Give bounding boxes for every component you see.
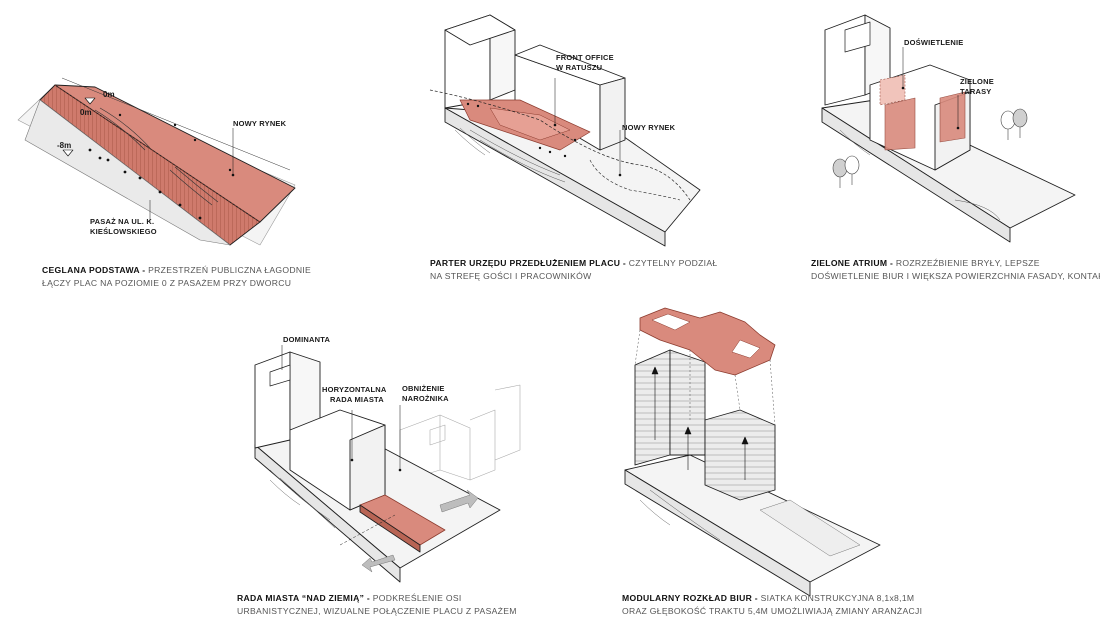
caption-line-2: ŁĄCZY PLAC NA POZIOMIE 0 Z PASAŻEM PRZY …: [42, 278, 292, 288]
caption-ceglana-podstawa: CEGLANA PODSTAWA - PRZESTRZEŃ PUBLICZNA …: [42, 265, 312, 288]
caption-line-2: URBANISTYCZNEJ, WIZUALNE POŁĄCZENIE PLAC…: [237, 606, 517, 616]
label-pasaz-2: KIEŚLOWSKIEGO: [90, 227, 157, 236]
label-nowy-rynek-2: NOWY RYNEK: [622, 123, 676, 132]
axis-arrow-right: [439, 489, 479, 513]
panel-modularny-rozklad: [624, 307, 881, 597]
panel-zielone-atrium: [821, 14, 1076, 243]
caption-line-1: PRZESTRZEŃ PUBLICZNA ŁAGODNIE: [148, 265, 312, 275]
caption-title: MODULARNY ROZKŁAD BIUR: [622, 593, 753, 603]
caption-line-1: ROZRZEŹBIENIE BRYŁY, LEPSZE: [895, 258, 1040, 268]
slab-edge-rings: [269, 127, 871, 526]
caption-title: ZIELONE ATRIUM: [811, 258, 888, 268]
caption-line-1: CZYTELNY PODZIAŁ: [628, 258, 718, 268]
level-label-0m-top: 0m: [103, 90, 115, 99]
caption-line-1: PODKREŚLENIE OSI: [372, 593, 462, 603]
label-obnizenie-1: OBNIŻENIE: [402, 384, 445, 393]
label-front-office-2: W RATUSZU: [556, 63, 602, 72]
label-nowy-rynek-1: NOWY RYNEK: [233, 119, 287, 128]
tower-dominanta: [254, 351, 291, 449]
dashed-route: [429, 89, 691, 201]
label-obnizenie-2: NAROŻNIKA: [402, 394, 449, 403]
caption-modularny-rozklad: MODULARNY ROZKŁAD BIUR - SIATKA KONSTRUK…: [622, 593, 923, 616]
atrium-void-1: [884, 97, 916, 151]
label-pasaz-1: PASAŻ NA UL. K.: [90, 217, 154, 226]
axis-arrow-left: [361, 554, 396, 573]
panel-parter-urzedu: [429, 14, 701, 247]
caption-line-2: NA STREFĘ GOŚCI I PRACOWNIKÓW: [430, 271, 592, 281]
label-dominanta: DOMINANTA: [283, 335, 330, 344]
label-horyzontalna: HORYZONTALNA: [322, 385, 387, 394]
level-label-minus-8m: -8m: [57, 141, 71, 150]
panel-rada-miasta: [254, 345, 521, 583]
label-rada-miasta: RADA MIASTA: [330, 395, 384, 404]
caption-zielone-atrium: ZIELONE ATRIUM - ROZRZEŹBIENIE BRYŁY, LE…: [811, 257, 1100, 283]
label-zielone-tarasy-1: ZIELONE: [960, 77, 994, 86]
label-zielone-tarasy-2: TARASY: [960, 87, 991, 96]
panel-ceglana-podstawa: [17, 77, 296, 246]
caption-line-2: DOŚWIETLENIE BIUR I WIĘKSZA POWIERZCHNIA…: [811, 271, 1100, 281]
tree-group-right: [1000, 108, 1028, 140]
label-doswietlenie: DOŚWIETLENIE: [904, 38, 964, 47]
caption-line-2: ORAZ GŁĘBOKOŚĆ TRAKTU 5,4M UMOŻLIWIAJĄ Z…: [622, 606, 923, 616]
office-tower: [634, 349, 671, 466]
caption-title: PARTER URZĘDU PRZEDŁUŻENIEM PLACU: [430, 258, 621, 268]
level-label-0m: 0m: [80, 108, 92, 117]
label-front-office-1: FRONT OFFICE: [556, 53, 614, 62]
caption-parter-urzedu: PARTER URZĘDU PRZEDŁUŻENIEM PLACU - CZYT…: [430, 258, 718, 281]
caption-rada-miasta: RADA MIASTA “NAD ZIEMIĄ” - PODKREŚLENIE …: [237, 593, 517, 616]
caption-title: CEGLANA PODSTAWA: [42, 265, 140, 275]
caption-line-1: SIATKA KONSTRUKCYJNA 8,1x8,1M: [760, 593, 915, 603]
tree-group-left: [832, 155, 860, 188]
office-block: [704, 409, 776, 501]
lower-passage: [24, 99, 231, 246]
atrium-void-2: [939, 91, 966, 143]
caption-title: RADA MIASTA “NAD ZIEMIĄ”: [237, 593, 365, 603]
